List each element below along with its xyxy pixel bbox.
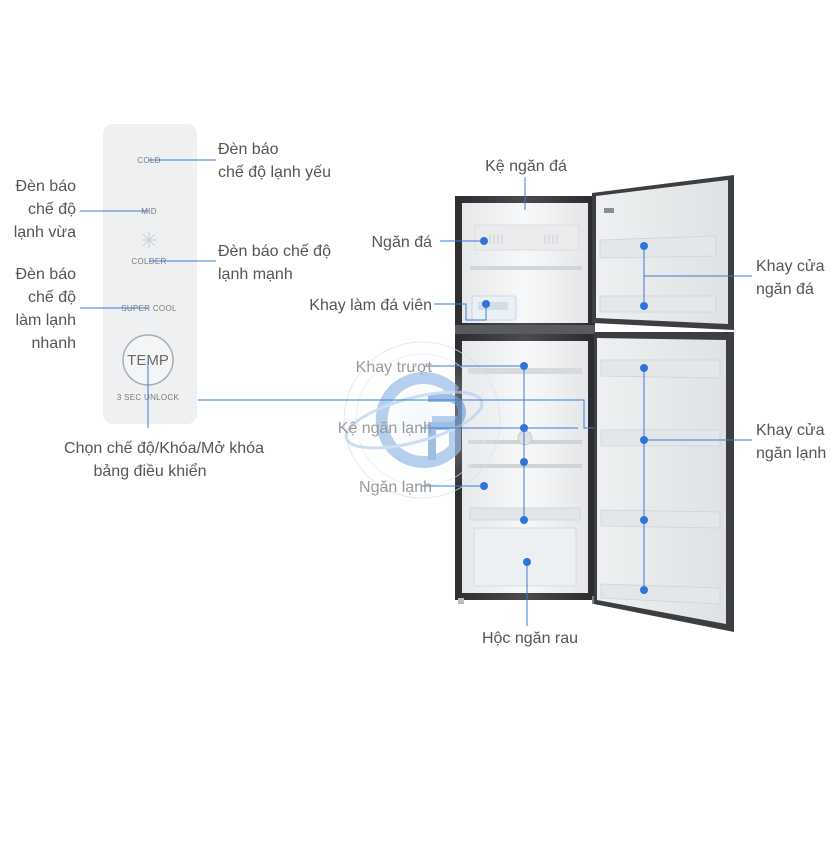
label-chon-che-do-2: bảng điều khiển: [94, 462, 207, 480]
fridge-door-tray-1: [600, 359, 721, 379]
freezer-vent-slots: [489, 235, 558, 244]
fridge-shelf-2: [468, 464, 582, 468]
freezer-door-tray-2: [599, 295, 717, 313]
fridge-door-inner: [597, 338, 726, 624]
watermark-logo: [343, 341, 501, 499]
freezer-vent: [474, 224, 580, 251]
label-ke-ngan-lanh: Kệ ngăn lạnh: [338, 420, 432, 437]
label-hoc-ngan-rau: Hộc ngăn rau: [482, 630, 578, 647]
freezer-door-logo: [604, 208, 614, 213]
freezer-shelf: [470, 266, 582, 270]
label-ngan-da: Ngăn đá: [372, 234, 433, 251]
label-lam-lanh-nhanh-1: Đèn báo: [16, 266, 77, 283]
control-panel: COLD MID COLDER SUPER COOL TEMP 3 SEC UN…: [103, 124, 197, 424]
vegetable-crisper: [473, 527, 577, 587]
fridge-light: [517, 430, 533, 446]
label-den-bao-lanh-vua-3: lạnh vừa: [14, 224, 76, 241]
labels: Đèn báo chế độ lạnh yếu Đèn báo chế độ l…: [14, 141, 827, 647]
label-lam-lanh-nhanh-2: chế độ: [28, 289, 76, 306]
label-ke-ngan-da: Kệ ngăn đá: [485, 158, 567, 175]
panel-item-cold: COLD: [137, 156, 160, 165]
label-chon-che-do-1: Chọn chế độ/Khóa/Mở khóa: [64, 440, 264, 457]
label-den-bao-lanh-manh-1: Đèn báo chế độ: [218, 243, 331, 260]
fridge-divider: [455, 325, 595, 334]
label-khay-truot: Khay trượt: [356, 359, 433, 376]
panel-item-colder: COLDER: [131, 257, 166, 266]
fridge-door-tray-3: [600, 509, 721, 529]
label-ngan-lanh: Ngăn lạnh: [359, 479, 432, 496]
label-khay-cua-ngan-lanh-1: Khay cửa: [756, 422, 825, 439]
label-den-bao-lanh-vua-1: Đèn báo: [16, 178, 77, 195]
sliding-tray: [468, 368, 582, 374]
leader-lines: [80, 159, 752, 626]
callout-dots: [480, 237, 648, 594]
label-lam-lanh-nhanh-4: nhanh: [32, 335, 77, 352]
label-khay-lam-da-vien: Khay làm đá viên: [309, 297, 432, 314]
label-den-bao-lanh-yeu-2: chế độ lạnh yếu: [218, 164, 331, 181]
label-lam-lanh-nhanh-3: làm lạnh: [16, 312, 76, 329]
freezer-door-tray-1: [599, 235, 717, 259]
fridge-door-tray-2: [600, 429, 721, 447]
label-khay-cua-ngan-da-1: Khay cửa: [756, 258, 825, 275]
fridge-door-tray-4: [600, 583, 721, 605]
fridge-foot-left: [458, 598, 464, 604]
snowflake-icon: [141, 232, 157, 248]
label-den-bao-lanh-yeu-1: Đèn báo: [218, 141, 279, 158]
label-den-bao-lanh-manh-2: lạnh mạnh: [218, 266, 293, 283]
label-khay-cua-ngan-da-2: ngăn đá: [756, 281, 814, 298]
label-den-bao-lanh-vua-2: chế độ: [28, 201, 76, 218]
ice-tray-cubes: [478, 302, 508, 310]
label-khay-cua-ngan-lanh-2: ngăn lạnh: [756, 445, 826, 462]
